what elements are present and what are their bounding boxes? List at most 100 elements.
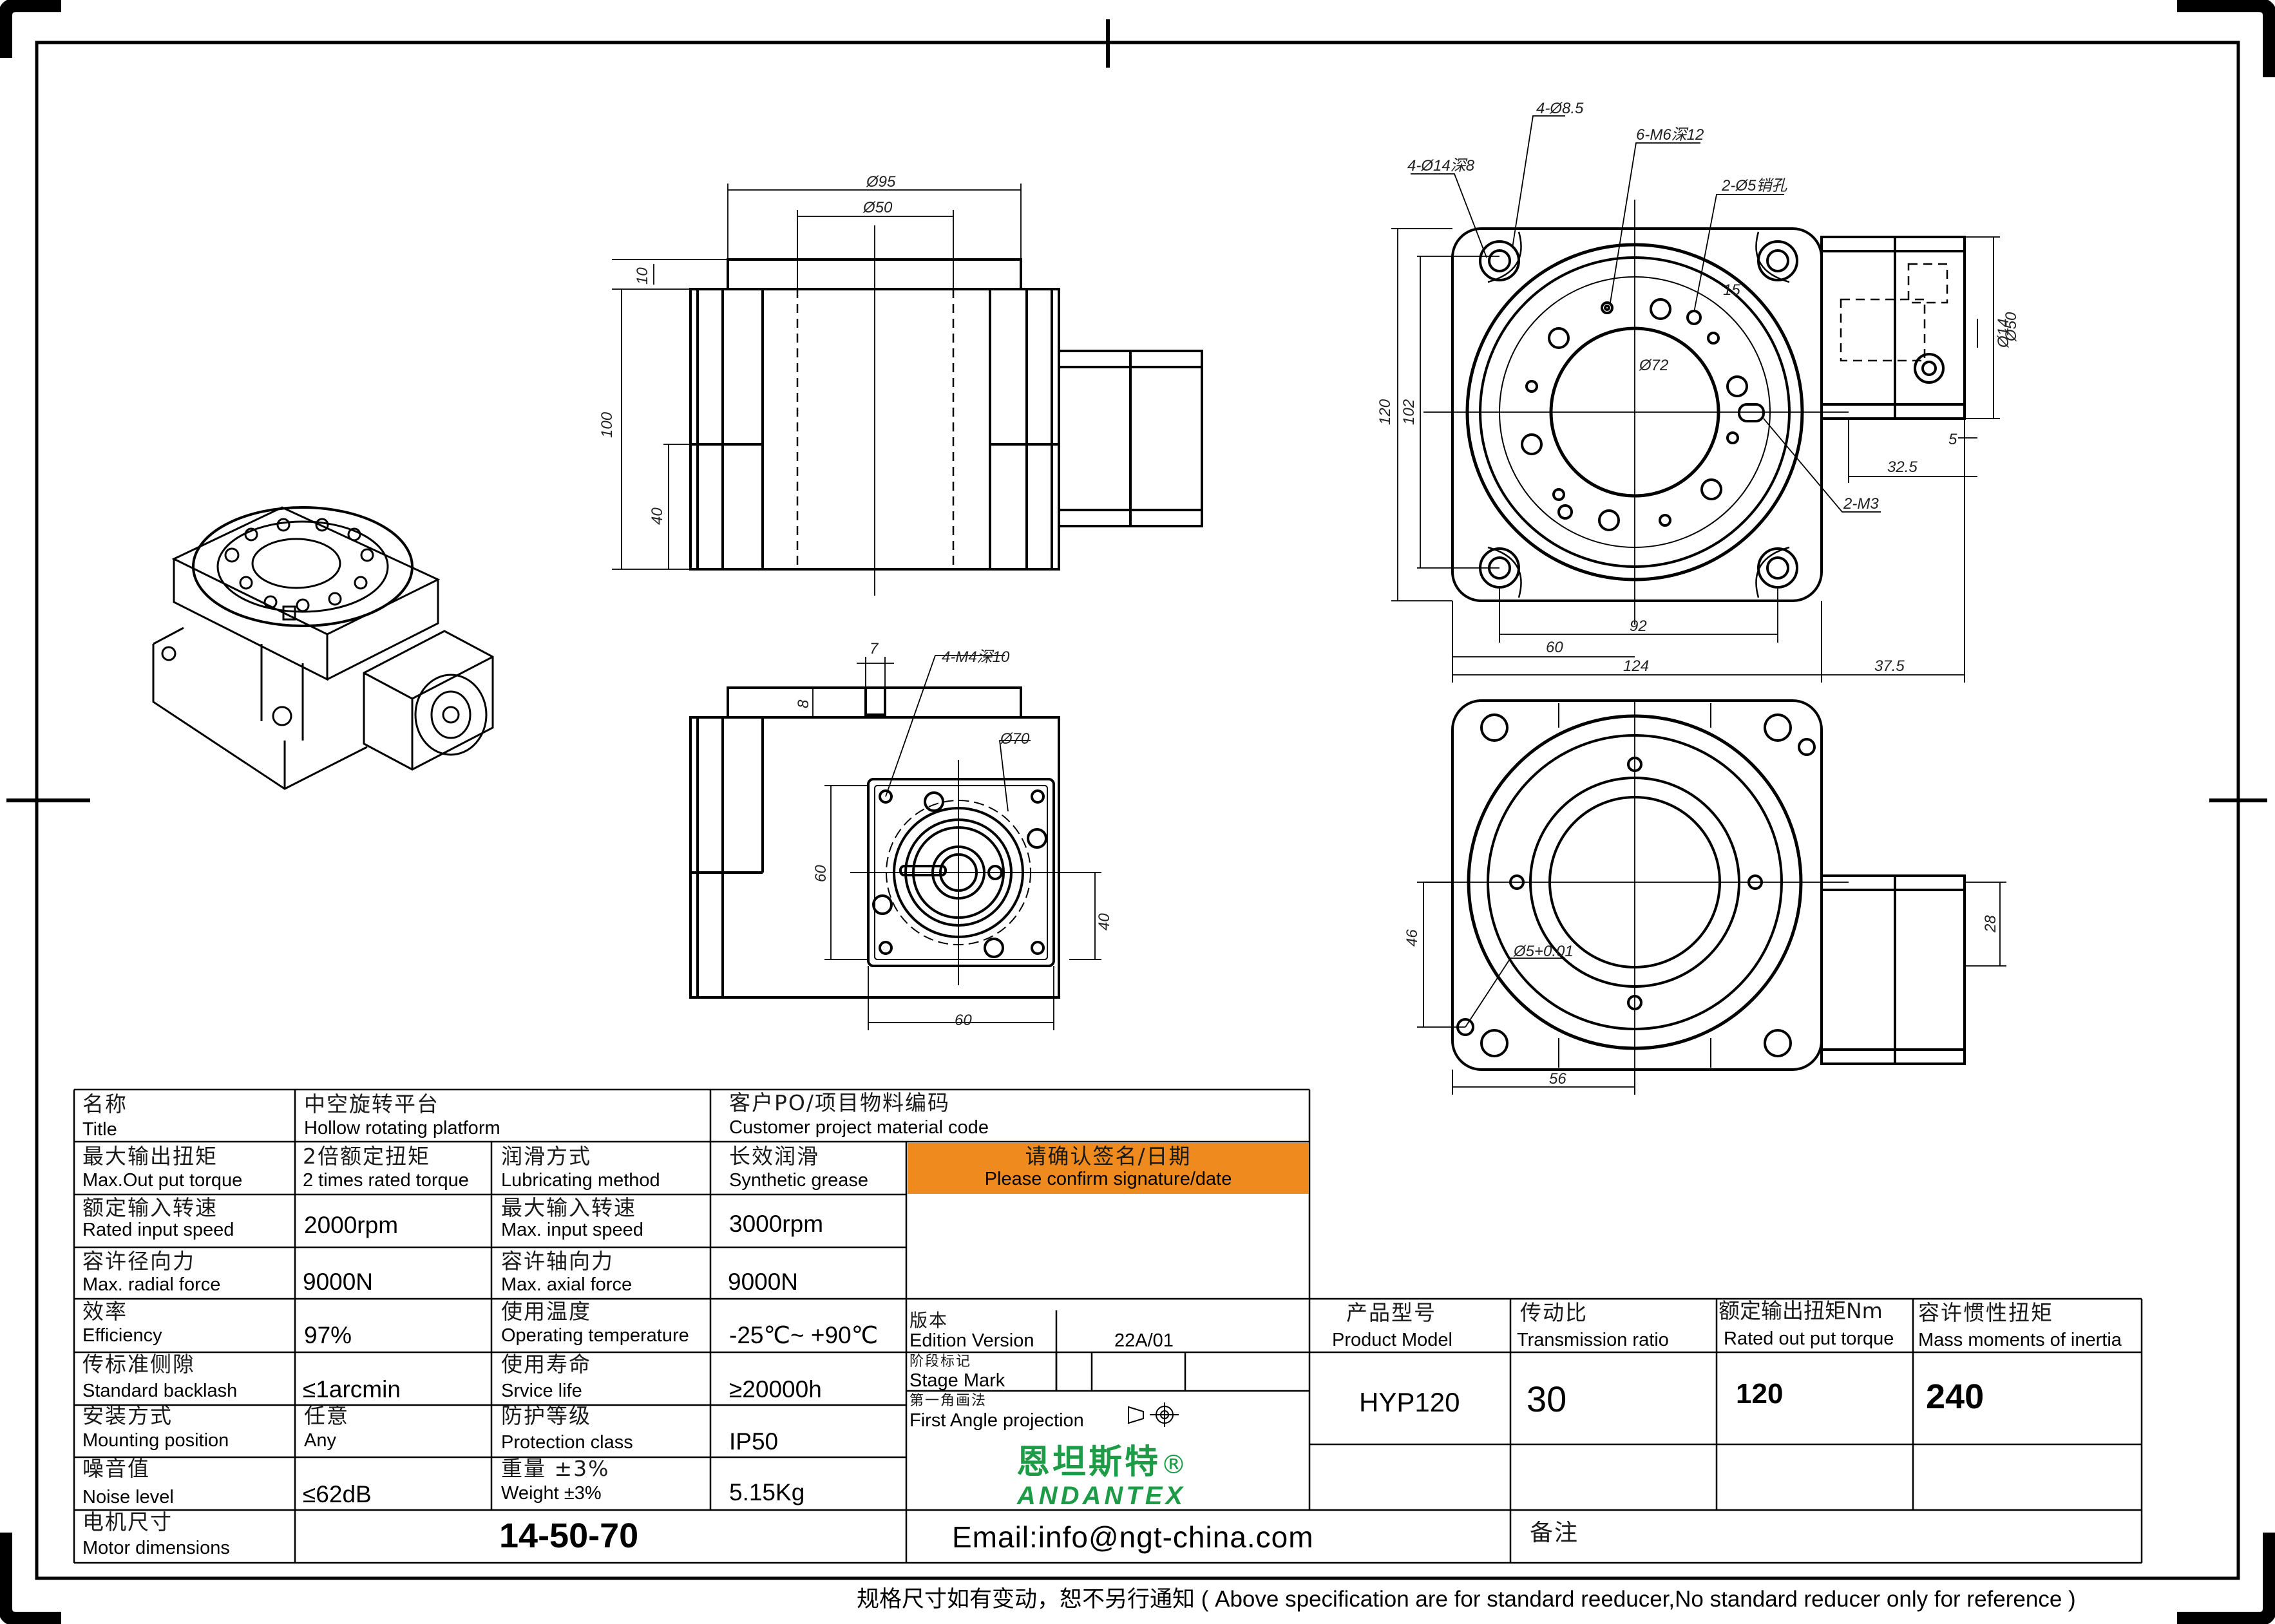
max-torque-en: Max.Out put torque (82, 1170, 243, 1191)
dim-d5tol: Ø5+0.01 (1513, 943, 1574, 960)
front-view (612, 184, 1202, 596)
customer-en: Customer project material code (729, 1117, 989, 1138)
efficiency-en: Efficiency (82, 1325, 162, 1346)
edition-en: Edition Version (909, 1330, 1034, 1351)
operating-temp-value: -25℃~ +90℃ (729, 1322, 879, 1348)
operating-temp-zh: 使用温度 (501, 1299, 591, 1324)
max-torque-value-zh: 2倍额定扭矩 (303, 1144, 430, 1169)
edition-zh: 版本 (909, 1310, 949, 1331)
confirm-zh: 请确认签名/日期 (1025, 1144, 1192, 1169)
title-en: Title (82, 1119, 117, 1140)
mounting-value-zh: 任意 (304, 1404, 349, 1428)
dim-d72: Ø72 (1639, 357, 1668, 374)
backlash-en: Standard backlash (82, 1381, 238, 1401)
confirm-en: Please confirm signature/date (984, 1169, 1232, 1189)
noise-value: ≤62dB (303, 1481, 372, 1507)
brand-logo: 恩坦斯特® ANDANTEX (966, 1435, 1237, 1509)
projection-en: First Angle projection (909, 1410, 1084, 1431)
mounting-zh: 安装方式 (82, 1404, 173, 1428)
dim-d14: Ø14 (1995, 319, 2012, 348)
rated-input-speed-zh: 额定输入转速 (82, 1196, 218, 1220)
dim-h102: 102 (1400, 399, 1418, 425)
max-torque-zh: 最大输出扭矩 (82, 1144, 218, 1169)
ratio-zh: 传动比 (1520, 1301, 1588, 1325)
rated-output-value: 120 (1736, 1378, 1784, 1410)
footer-note: 规格尺寸如有变动，恕不另行通知 ( Above specification ar… (857, 1587, 2076, 1612)
dim-h40b: 40 (1096, 913, 1113, 930)
model-value: HYP120 (1359, 1389, 1460, 1416)
lubrication-value-en: Synthetic grease (729, 1170, 869, 1191)
title-zh: 名称 (82, 1092, 128, 1117)
efficiency-value: 97% (304, 1322, 352, 1348)
dim-w56: 56 (1549, 1070, 1566, 1088)
dim-h40: 40 (649, 507, 666, 525)
email: Email:info@ngt-china.com (952, 1520, 1314, 1554)
rated-input-speed-value: 2000rpm (304, 1212, 399, 1238)
dim-a15: 15 (1723, 281, 1740, 299)
dim-w325: 32.5 (1887, 458, 1918, 476)
dim-six-m6: 6-M6深12 (1636, 126, 1704, 144)
confirm-signature-box: 请确认签名/日期 Please confirm signature/date (908, 1143, 1309, 1194)
radial-force-en: Max. radial force (82, 1274, 221, 1295)
brand-zh: 恩坦斯特 (1016, 1443, 1161, 1482)
side-view (690, 656, 1101, 1030)
backlash-zh: 传标准侧隙 (82, 1352, 195, 1377)
dim-d70: Ø70 (1000, 730, 1030, 748)
sheet-frame (37, 42, 2238, 1578)
inertia-en: Mass moments of inertia (1918, 1330, 2122, 1350)
axial-force-zh: 容许轴向力 (501, 1249, 614, 1274)
first-angle-symbol (1128, 1402, 1179, 1427)
operating-temp-en: Operating temperature (501, 1325, 689, 1346)
backlash-value: ≤1arcmin (303, 1376, 401, 1402)
dim-h120: 120 (1376, 399, 1394, 425)
dim-h46: 46 (1404, 929, 1421, 947)
ratio-value: 30 (1527, 1379, 1567, 1419)
axial-force-en: Max. axial force (501, 1274, 633, 1295)
rated-input-speed-en: Rated input speed (82, 1220, 234, 1240)
dimension-labels: Ø95 Ø50 10 100 40 4-Ø8.5 4-Ø14深8 6-M6深12… (598, 100, 2020, 1088)
customer-zh: 客户PO/项目物料编码 (729, 1091, 950, 1115)
dim-w375: 37.5 (1874, 657, 1905, 675)
title-value-zh: 中空旋转平台 (304, 1092, 439, 1117)
brand-en: ANDANTEX (1016, 1482, 1186, 1509)
max-torque-value-en: 2 times rated torque (303, 1170, 469, 1191)
stage-en: Stage Mark (909, 1370, 1005, 1391)
noise-zh: 噪音值 (82, 1457, 150, 1481)
radial-force-zh: 容许径向力 (82, 1249, 195, 1274)
protection-zh: 防护等级 (501, 1404, 591, 1428)
rated-output-zh: 额定输出扭矩Nm (1718, 1299, 1883, 1323)
dim-d50: Ø50 (862, 199, 893, 216)
axial-force-value: 9000N (728, 1269, 799, 1295)
model-zh: 产品型号 (1346, 1301, 1436, 1325)
dim-w7: 7 (870, 640, 879, 657)
efficiency-zh: 效率 (82, 1299, 128, 1324)
rated-output-en: Rated out put torque (1724, 1328, 1894, 1349)
bottom-view (1417, 701, 2006, 1095)
motor-en: Motor dimensions (82, 1538, 230, 1558)
dim-h60: 60 (812, 865, 830, 882)
title-block-grid (74, 1090, 2142, 1563)
dim-w92: 92 (1630, 618, 1647, 635)
weight-zh: 重量 ±3% (501, 1457, 610, 1481)
edition-value: 22A/01 (1114, 1330, 1174, 1351)
dim-w5: 5 (1948, 431, 1957, 448)
title-value-en: Hollow rotating platform (304, 1118, 500, 1138)
dim-two-d5: 2-Ø5销孔 (1721, 177, 1787, 194)
dim-h10: 10 (634, 267, 651, 285)
corner-mark (2177, 5, 2270, 77)
dim-h8: 8 (795, 699, 812, 708)
dim-four-d14: 4-Ø14深8 (1407, 157, 1475, 175)
isometric-view (153, 506, 493, 789)
motor-value: 14-50-70 (499, 1516, 639, 1555)
mounting-value-en: Any (304, 1430, 336, 1451)
inertia-zh: 容许惯性扭矩 (1918, 1301, 2053, 1325)
dim-w60b: 60 (955, 1012, 972, 1029)
service-life-value: ≥20000h (729, 1376, 822, 1402)
top-view (1391, 116, 2000, 683)
remark: 备注 (1530, 1521, 1579, 1545)
weight-value: 5.15Kg (729, 1479, 805, 1506)
lubrication-zh: 润滑方式 (501, 1144, 591, 1169)
corner-mark (2177, 1533, 2270, 1619)
dim-h28: 28 (1982, 915, 1999, 933)
